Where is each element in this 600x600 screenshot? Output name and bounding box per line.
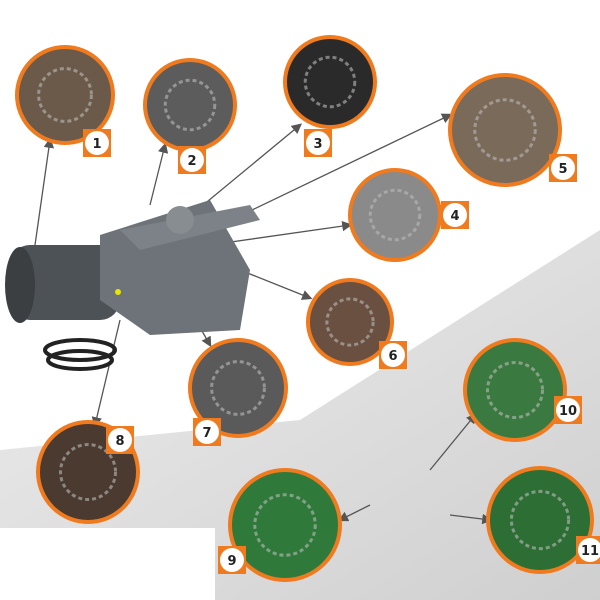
detail-gear-shape (473, 98, 537, 162)
detail-gear-shape (37, 67, 93, 123)
detail-gear-shape (59, 443, 117, 501)
callout-1: 1 (15, 45, 115, 157)
callout-8: 8 (36, 420, 140, 524)
callout-2: 2 (143, 58, 237, 174)
callout-5: 5 (448, 73, 577, 187)
badge-number: 2 (187, 154, 196, 169)
callout-11: 11 (486, 466, 600, 574)
badge-circle (220, 548, 244, 572)
detail-gear-shape (509, 489, 571, 551)
badge-number: 6 (388, 349, 397, 364)
callout-9: 9 (218, 468, 342, 582)
key-release-detail (283, 35, 377, 129)
badge-number: 8 (115, 434, 124, 449)
detail-gear-shape (163, 78, 217, 132)
gear-wheel-detail (348, 168, 442, 262)
detail-gear-shape (210, 360, 266, 416)
detail-gear-shape (253, 493, 317, 557)
callout-group: 1 2 3 4 5 6 7 8 9 10 11 (15, 35, 600, 582)
blank-panel (0, 528, 215, 600)
badge-circle (551, 156, 575, 180)
badge-circle (85, 131, 109, 155)
gear-bearing-detail (188, 338, 288, 438)
badge-number: 3 (313, 137, 322, 152)
callout-6: 6 (306, 278, 407, 369)
badge-number: 9 (227, 554, 236, 569)
worm-shaft-detail (306, 278, 394, 366)
callout-10: 10 (463, 338, 582, 442)
background-gray-region (0, 230, 600, 600)
badge-circle (195, 420, 219, 444)
worm-gear-detail (448, 73, 562, 187)
badge-circle (556, 398, 580, 422)
detail-gear-shape (303, 55, 357, 109)
badge-number: 7 (202, 426, 211, 441)
badge-number: 5 (558, 162, 567, 177)
callout-4: 4 (348, 168, 469, 262)
badge-circle (306, 131, 330, 155)
badge-circle (108, 428, 132, 452)
badge-circle (578, 538, 600, 562)
badge-circle (443, 203, 467, 227)
badge-number: 4 (450, 209, 459, 224)
callout-7: 7 (188, 338, 288, 446)
detail-gear-shape (486, 361, 544, 419)
detail-gear-shape (325, 297, 375, 347)
power-board-detail (486, 466, 594, 574)
badge-number: 1 (92, 137, 101, 152)
badge-circle (180, 148, 204, 172)
callout-3: 3 (283, 35, 377, 157)
gear-housing-detail (143, 58, 237, 152)
display-board-detail (463, 338, 567, 442)
motor-wiring-detail (15, 45, 115, 145)
gate-operator-motor (5, 200, 260, 371)
badge-circle (381, 343, 405, 367)
badge-number: 11 (581, 544, 599, 559)
control-board-detail (228, 468, 342, 582)
badge-number: 10 (559, 404, 577, 419)
detail-gear-shape (368, 188, 422, 242)
